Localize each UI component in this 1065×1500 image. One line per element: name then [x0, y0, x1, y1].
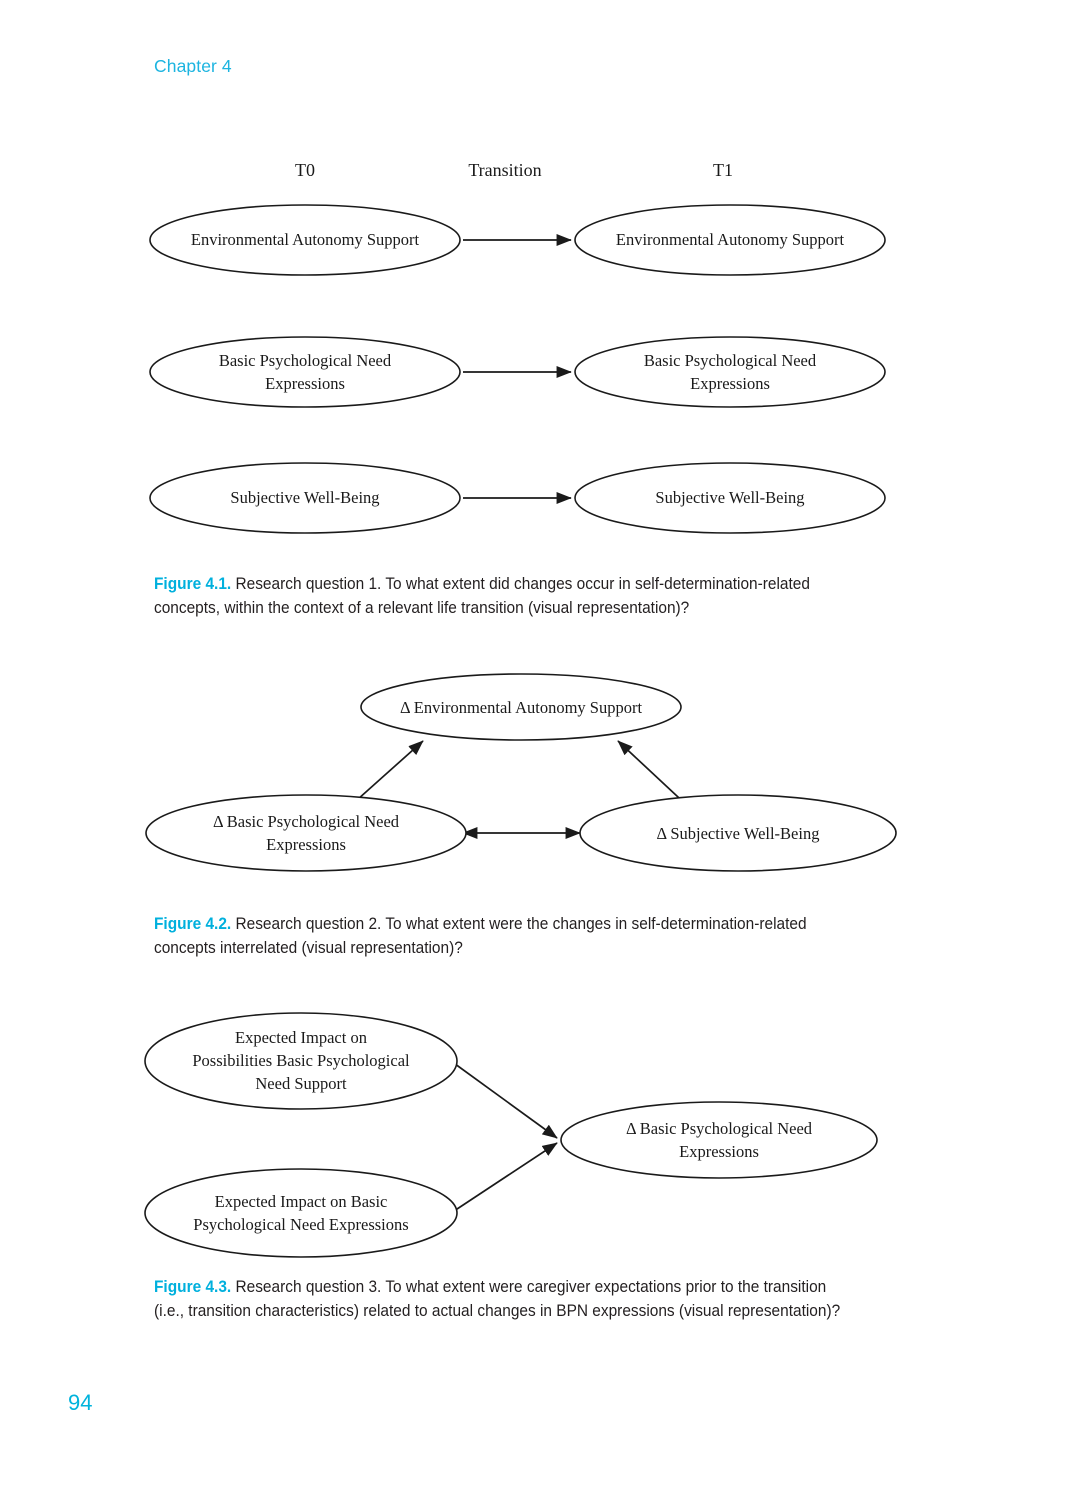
- node-label: Δ Subjective Well-Being: [656, 824, 819, 843]
- node-label: Subjective Well-Being: [230, 488, 379, 507]
- node-delta-basic-psychological-need-expressions: Δ Basic Psychological Need Expressions: [144, 794, 467, 872]
- node-label-line1: Δ Basic Psychological Need: [212, 812, 399, 831]
- figure-4-2-caption-line1: Research question 2. To what extent were…: [235, 914, 807, 933]
- node-label-line1: Δ Basic Psychological Need: [625, 1119, 812, 1138]
- figure-4-3-caption-line2: (i.e., transition characteristics) relat…: [154, 1300, 841, 1320]
- figure-4-1-caption-line2: concepts, within the context of a releva…: [154, 597, 690, 617]
- node-label: Δ Environmental Autonomy Support: [399, 698, 641, 717]
- page-number: 94: [68, 1390, 93, 1415]
- column-header-t0: T0: [295, 160, 315, 180]
- figure-4-1-caption-line1: Research question 1. To what extent did …: [235, 574, 810, 593]
- node-label: Subjective Well-Being: [655, 488, 804, 507]
- node-t0-environmental-autonomy-support: Environmental Autonomy Support: [148, 204, 461, 276]
- node-t1-subjective-well-being: Subjective Well-Being: [573, 462, 886, 534]
- node-label-line2: Expressions: [265, 374, 345, 393]
- edge-expectation-possibilities-to-delta-bpn: [450, 1060, 558, 1139]
- figure-4-2-caption-tag: Figure 4.2.: [154, 914, 232, 933]
- node-label-line1: Expected Impact on Basic: [214, 1192, 387, 1211]
- figure-4-2-diagram: Δ Environmental Autonomy Support Δ Basic…: [0, 655, 1065, 895]
- node-t1-basic-psychological-need-expressions: Basic Psychological Need Expressions: [573, 336, 886, 408]
- node-delta-basic-psychological-need-expressions: Δ Basic Psychological Need Expressions: [559, 1101, 878, 1179]
- node-expected-impact-bpn-expressions: Expected Impact on Basic Psychological N…: [143, 1168, 458, 1258]
- node-label: Environmental Autonomy Support: [615, 230, 844, 249]
- node-label-line2: Possibilities Basic Psychological: [192, 1051, 410, 1070]
- figure-4-3-diagram: Expected Impact on Possibilities Basic P…: [0, 995, 1065, 1265]
- node-delta-subjective-well-being: Δ Subjective Well-Being: [578, 794, 897, 872]
- node-label: Environmental Autonomy Support: [190, 230, 419, 249]
- figure-4-1-caption: Figure 4.1. Research question 1. To what…: [154, 572, 859, 619]
- node-label-line1: Basic Psychological Need: [643, 351, 816, 370]
- chapter-running-head: Chapter 4: [154, 56, 232, 76]
- node-delta-environmental-autonomy-support: Δ Environmental Autonomy Support: [359, 673, 682, 741]
- node-t1-environmental-autonomy-support: Environmental Autonomy Support: [573, 204, 886, 276]
- node-t0-basic-psychological-need-expressions: Basic Psychological Need Expressions: [148, 336, 461, 408]
- figure-4-2-caption-line2: concepts interrelated (visual representa…: [154, 937, 463, 957]
- node-label-line1: Basic Psychological Need: [218, 351, 391, 370]
- edge-expectation-bpn-to-delta-bpn: [450, 1142, 558, 1214]
- figure-4-3-caption-tag: Figure 4.3.: [154, 1277, 232, 1296]
- node-label-line2: Expressions: [679, 1142, 759, 1161]
- node-t0-subjective-well-being: Subjective Well-Being: [148, 462, 461, 534]
- figure-4-3-caption-line1: Research question 3. To what extent were…: [235, 1277, 827, 1296]
- column-header-transition: Transition: [468, 160, 541, 180]
- column-header-t1: T1: [713, 160, 733, 180]
- figure-4-2-caption: Figure 4.2. Research question 2. To what…: [154, 912, 859, 959]
- node-label-line2: Expressions: [690, 374, 770, 393]
- node-label-line2: Psychological Need Expressions: [193, 1215, 408, 1234]
- node-label-line3: Need Support: [255, 1074, 347, 1093]
- node-label-line1: Expected Impact on: [235, 1028, 367, 1047]
- node-expected-impact-possibilities: Expected Impact on Possibilities Basic P…: [143, 1012, 458, 1110]
- figure-4-3-caption: Figure 4.3. Research question 3. To what…: [154, 1275, 859, 1322]
- node-label-line2: Expressions: [266, 835, 346, 854]
- figure-4-1-caption-tag: Figure 4.1.: [154, 574, 232, 593]
- figure-4-1-diagram: T0 Transition T1 Environmental Autonomy …: [0, 140, 1065, 550]
